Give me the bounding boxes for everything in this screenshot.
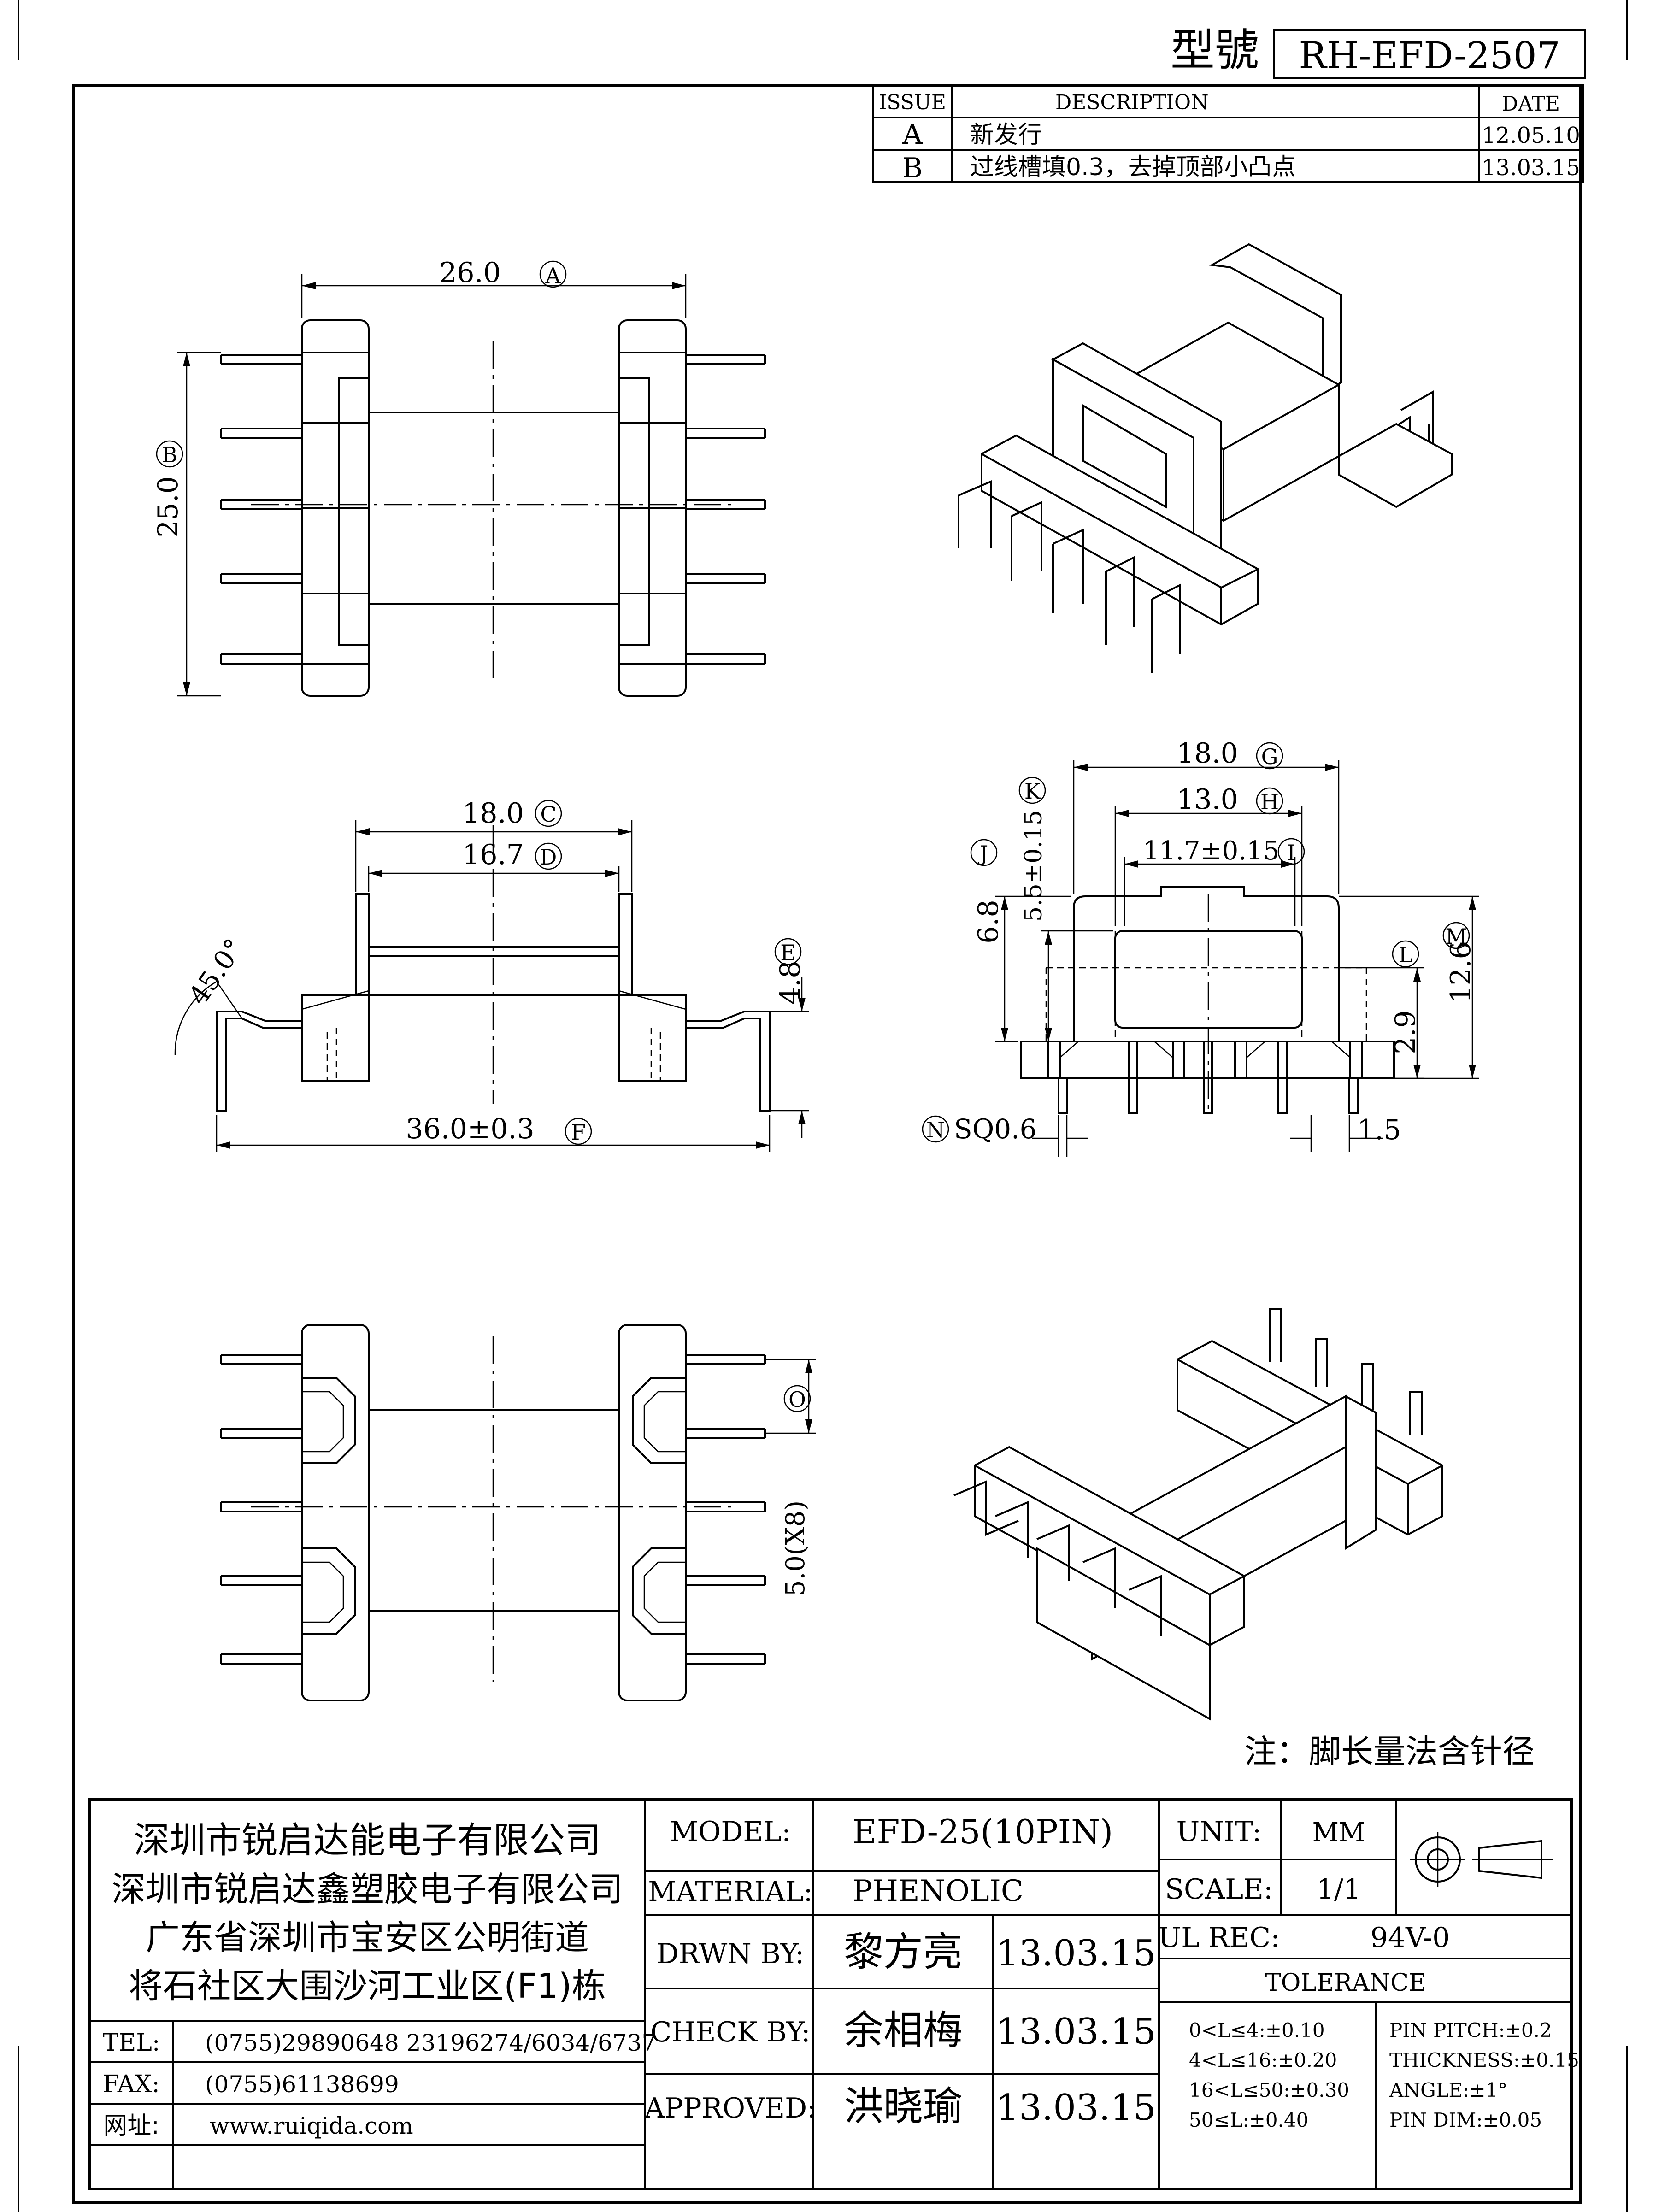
- dim-o-tag: O: [788, 1387, 806, 1412]
- dim-g-tag: G: [1261, 744, 1278, 769]
- dim-f-tag: F: [571, 1120, 586, 1145]
- unit-value: MM: [1312, 1818, 1365, 1847]
- rev-a-description: 新发行: [970, 121, 1042, 149]
- model-label-tb: MODEL:: [670, 1816, 791, 1848]
- tolerance-4: 50≤L:±0.40: [1189, 2109, 1308, 2131]
- dim-j-tag: J: [978, 841, 988, 866]
- dim-d-value: 16.7: [462, 839, 524, 871]
- dim-i-value: 11.7±0.15: [1143, 836, 1279, 866]
- company-address-2: 将石社区大围沙河工业区(F1)栋: [129, 1966, 606, 2006]
- dim-e-tag: E: [780, 940, 796, 965]
- approved-by: 洪晓瑜: [844, 2083, 963, 2130]
- dim-k-tag: K: [1024, 779, 1041, 804]
- rev-header-issue: ISSUE: [879, 91, 946, 114]
- company-line-2: 深圳市锐启达鑫塑胶电子有限公司: [112, 1870, 623, 1909]
- dim-b-value: 25.0: [152, 476, 184, 538]
- ul-label: UL REC:: [1158, 1922, 1280, 1954]
- dim-k-value: 5.5±0.15: [1020, 810, 1047, 922]
- dim-pin-gap: 1.5: [1357, 1114, 1401, 1146]
- rev-b-description: 过线槽填0.3，去掉顶部小凸点: [970, 153, 1296, 181]
- model-number: RH-EFD-2507: [1299, 34, 1560, 77]
- dim-d-tag: D: [540, 845, 557, 870]
- fax-value: (0755)61138699: [205, 2071, 399, 2098]
- company-line-1: 深圳市锐启达能电子有限公司: [134, 1820, 601, 1861]
- iso-view-bottom: [953, 1308, 1443, 1721]
- material-value: PHENOLIC: [853, 1874, 1024, 1908]
- rev-a-date: 12.05.10: [1482, 123, 1580, 148]
- company-address-1: 广东省深圳市宝安区公明街道: [146, 1918, 589, 1958]
- dim-a-value: 26.0: [439, 257, 501, 289]
- ul-value: 94V-0: [1371, 1922, 1450, 1954]
- revision-table: ISSUE DESCRIPTION DATE A 新发行 12.05.10 B …: [872, 84, 1584, 184]
- material-label: MATERIAL:: [648, 1876, 813, 1908]
- tolerance-pin-dim: PIN DIM:±0.05: [1389, 2109, 1542, 2131]
- tolerance-1: 0<L≤4:±0.10: [1189, 2019, 1325, 2041]
- dim-j-value: 6.8: [972, 900, 1005, 943]
- tolerance-label: TOLERANCE: [1265, 1969, 1426, 1997]
- dim-c-tag: C: [540, 802, 556, 827]
- dim-m-tag: M: [1445, 924, 1467, 949]
- dim-h-tag: H: [1260, 789, 1279, 814]
- tel-value: (0755)29890648 23196274/6034/6737: [205, 2030, 656, 2056]
- model-label: 型號: [1171, 24, 1259, 76]
- check-label: CHECK BY:: [650, 2016, 810, 2048]
- approved-date: 13.03.15: [996, 2087, 1156, 2129]
- corner-marks: [18, 0, 1628, 2212]
- unit-label: UNIT:: [1177, 1816, 1262, 1848]
- fax-label: FAX:: [103, 2071, 160, 2098]
- bottom-view: O 5.0(X8): [220, 1324, 816, 1701]
- drawn-by: 黎方亮: [844, 1929, 963, 1975]
- rev-header-date: DATE: [1502, 92, 1560, 116]
- dim-angle: 45.0°: [182, 933, 250, 1011]
- scale-value: 1/1: [1317, 1873, 1361, 1906]
- dim-i-tag: I: [1287, 840, 1295, 865]
- dim-e-value: 4.8: [774, 961, 806, 1005]
- rev-b-issue: B: [902, 152, 923, 184]
- tolerance-pin-pitch: PIN PITCH:±0.2: [1389, 2019, 1552, 2041]
- web-label: 网址:: [103, 2112, 159, 2140]
- rev-header-description: DESCRIPTION: [1055, 91, 1209, 114]
- note-pin-length: 注：脚长量法含针径: [1244, 1733, 1535, 1771]
- rev-a-issue: A: [902, 118, 923, 151]
- dim-f-value: 36.0±0.3: [406, 1113, 534, 1145]
- dim-o-value: 5.0(X8): [781, 1500, 811, 1596]
- model-value: EFD-25(10PIN): [853, 1812, 1113, 1851]
- tolerance-thickness: THICKNESS:±0.15: [1389, 2049, 1579, 2071]
- dim-l-tag: L: [1399, 942, 1413, 967]
- front-view: 18.0 G 13.0 H 11.7±0.15 I 6.8 J 5.5±0.15…: [922, 737, 1479, 1157]
- side-view: 18.0 C 16.7 D 4.8 E 36.0±0.3 F 45.0°: [174, 797, 809, 1152]
- tolerance-3: 16<L≤50:±0.30: [1189, 2079, 1349, 2101]
- drawn-label: DRWN BY:: [657, 1938, 805, 1970]
- top-view: 26.0 A 25.0 B: [152, 257, 766, 697]
- approved-label: APPROVED:: [644, 2092, 817, 2124]
- title-block: 深圳市锐启达能电子有限公司 深圳市锐启达鑫塑胶电子有限公司 广东省深圳市宝安区公…: [88, 1798, 1579, 2190]
- dim-c-value: 18.0: [462, 797, 524, 830]
- header: 型號 RH-EFD-2507: [1171, 24, 1586, 79]
- web-value: www.ruiqida.com: [210, 2112, 413, 2139]
- tolerance-angle: ANGLE:±1°: [1389, 2079, 1507, 2101]
- scale-label: SCALE:: [1165, 1873, 1273, 1906]
- checked-by: 余相梅: [844, 2007, 963, 2053]
- tolerance-2: 4<L≤16:±0.20: [1189, 2049, 1337, 2071]
- dim-g-value: 18.0: [1177, 737, 1238, 770]
- dim-h-value: 13.0: [1177, 783, 1238, 816]
- projection-symbol-icon: [1410, 1832, 1553, 1887]
- iso-view-top: [958, 243, 1453, 673]
- rev-b-date: 13.03.15: [1482, 155, 1580, 181]
- dim-a-tag: A: [545, 263, 561, 288]
- tel-label: TEL:: [103, 2029, 160, 2057]
- dim-n-value: SQ0.6: [954, 1113, 1037, 1145]
- check-date: 13.03.15: [996, 2011, 1156, 2053]
- model-number-box: [1273, 29, 1586, 79]
- dim-b-tag: B: [162, 442, 177, 467]
- dim-m-value: 12.6: [1445, 941, 1477, 1003]
- dim-l-value: 2.9: [1389, 1010, 1422, 1054]
- dim-n-tag: N: [926, 1118, 945, 1142]
- drawn-date: 13.03.15: [996, 1933, 1156, 1974]
- sheet-border: [72, 84, 1582, 2204]
